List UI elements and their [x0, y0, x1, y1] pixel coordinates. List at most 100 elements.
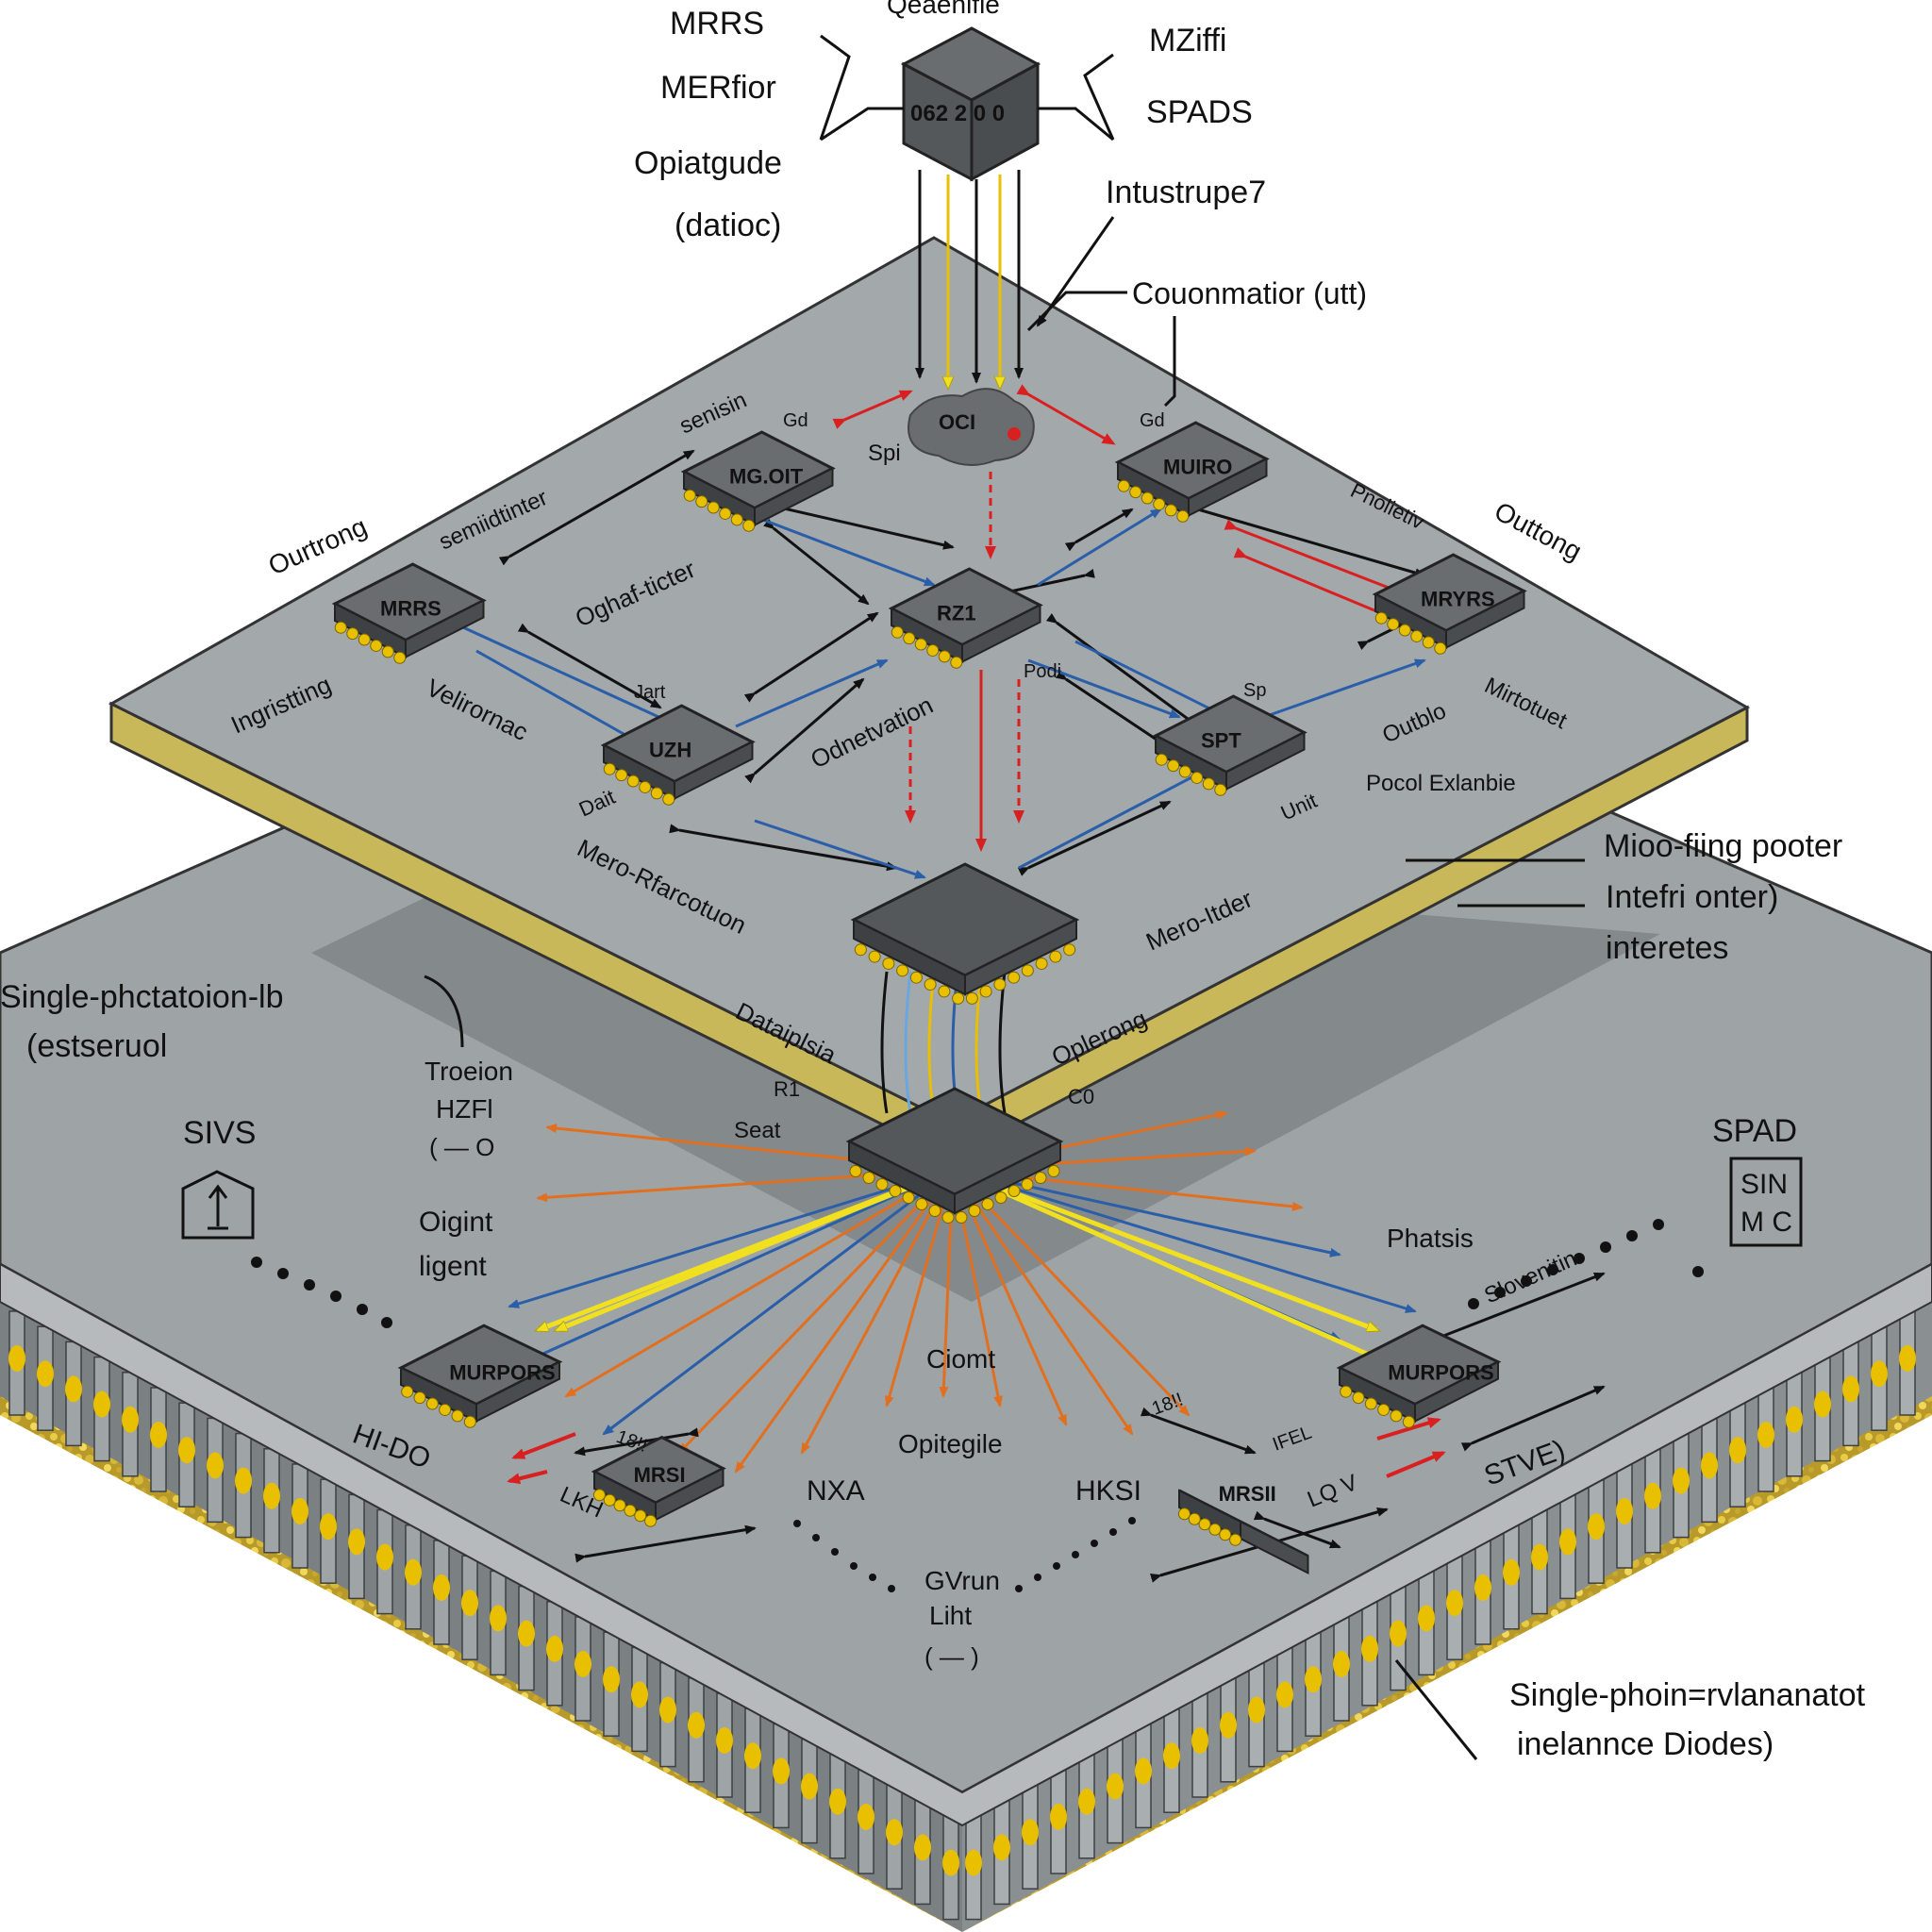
chip-pin: [1203, 778, 1214, 790]
chip-pin: [1165, 505, 1176, 516]
cube-top-label: Qeaenifie: [887, 0, 1000, 19]
label-hksi: HKSI: [1075, 1475, 1141, 1507]
pillar: [1361, 1602, 1378, 1706]
pillar: [886, 1785, 903, 1889]
chip-pin: [956, 1212, 967, 1224]
pillar: [8, 1311, 25, 1415]
pillar: [1220, 1678, 1237, 1782]
pillar: [744, 1708, 761, 1812]
pillar: [150, 1388, 167, 1491]
chip-pin: [994, 979, 1006, 991]
label-jart: Jart: [634, 682, 666, 703]
label-ligent: ligent: [419, 1251, 487, 1282]
label-interetes: interetes: [1606, 930, 1728, 966]
label-seat: Seat: [734, 1118, 781, 1143]
label-intefri: Intefri onter): [1606, 879, 1778, 915]
label-outrong-right: Outtong: [1490, 496, 1587, 566]
chip-nw-label: MRRS: [380, 597, 441, 621]
chip-pin: [1036, 958, 1047, 969]
chip-pin: [966, 992, 977, 1004]
chip-pin: [1118, 480, 1129, 491]
chip-pin: [604, 763, 615, 774]
pillar: [801, 1740, 818, 1843]
chip-pin: [645, 1515, 657, 1526]
chip-pin: [1353, 1392, 1364, 1404]
chip-lower-left-label: MURPORS: [449, 1361, 555, 1385]
chip-pin: [1388, 619, 1399, 630]
chip-ne-label: MUIRO: [1163, 456, 1232, 479]
chip-pin: [1189, 1513, 1200, 1524]
chip-pin: [891, 626, 903, 638]
pillar: [518, 1587, 535, 1690]
chip-pin: [850, 1166, 861, 1177]
pillar: [1418, 1571, 1435, 1674]
label-inelannce-diodes: inelannce Diodes): [1517, 1726, 1774, 1762]
label-pocol: Pocol Exlanbie: [1366, 771, 1516, 796]
blob-label: OCI: [939, 410, 975, 434]
chip-pin: [440, 1404, 451, 1415]
chip-lower-mid-left-label: MRSI: [634, 1463, 686, 1487]
chip-lower-right-label: MURPORS: [1388, 1361, 1493, 1385]
chip-pin: [1399, 625, 1410, 636]
label-datioc: (datioc): [675, 208, 781, 243]
chip-pin: [1035, 1173, 1046, 1184]
label-r1: R1: [774, 1077, 800, 1101]
pillar: [1191, 1693, 1208, 1797]
chip-pin: [869, 951, 880, 962]
chip-pin: [1215, 784, 1226, 795]
pillar: [122, 1373, 139, 1476]
pillar: [178, 1403, 195, 1507]
chip-pin: [1179, 766, 1191, 777]
label-couonmatior: Couonmatior (utt): [1132, 276, 1367, 310]
chip-pin: [1199, 1519, 1210, 1530]
pillar: [461, 1556, 478, 1659]
label-troeion: Troeion: [425, 1057, 513, 1086]
label-lihht-sym: ( — ): [924, 1642, 979, 1671]
chip-pin: [980, 986, 991, 997]
pillar: [291, 1464, 308, 1568]
chip-pin: [414, 1392, 425, 1404]
label-gd-a: Gd: [783, 410, 808, 431]
label-hzfl: HZFl: [436, 1094, 493, 1124]
chip-pin: [942, 1212, 954, 1224]
chip-pin: [625, 1505, 636, 1516]
label-single-phoin: Single-phoin=rvlananatot: [1509, 1677, 1866, 1713]
pillar: [993, 1800, 1010, 1904]
chip-pin: [910, 972, 922, 983]
pillar: [207, 1418, 224, 1522]
chip-pin: [640, 781, 651, 792]
label-estseruol: (estseruol: [26, 1028, 167, 1064]
chip-pin: [1365, 1398, 1376, 1409]
chip-pin: [939, 986, 950, 997]
chip-pin: [731, 514, 742, 525]
chip-pin: [1050, 951, 1061, 962]
label-sp3: Sp: [1243, 680, 1266, 701]
pillar: [1390, 1587, 1407, 1690]
chip-pin: [1391, 1410, 1402, 1422]
pillar: [942, 1816, 959, 1920]
pillar: [1701, 1418, 1718, 1522]
label-oigint: Oigint: [419, 1207, 493, 1238]
labels-top-left: MRRS MERfior Opiatgude (datioc): [634, 6, 782, 243]
label-sivs: SIVS: [183, 1115, 256, 1151]
chip-center-label: RZ1: [937, 602, 976, 625]
pillar: [716, 1693, 733, 1797]
pillar: [1644, 1449, 1661, 1553]
chip-pin: [883, 958, 894, 969]
chip-pin: [897, 965, 908, 976]
label-gd-b: Gd: [1140, 410, 1165, 431]
pillar: [433, 1541, 450, 1644]
chip-pin: [929, 1206, 941, 1217]
label-intustrupe7: Intustrupe7: [1106, 175, 1266, 210]
pillar: [631, 1647, 648, 1751]
label-podi: Podi: [1024, 661, 1061, 682]
pillar: [858, 1770, 874, 1874]
chip-pin: [939, 651, 950, 662]
chip-pin: [876, 1179, 888, 1191]
pillar: [405, 1525, 422, 1629]
label-lihht: Liht: [929, 1601, 972, 1630]
pillar: [1871, 1326, 1888, 1430]
pillar: [829, 1755, 846, 1858]
chip-pin: [1411, 630, 1423, 641]
